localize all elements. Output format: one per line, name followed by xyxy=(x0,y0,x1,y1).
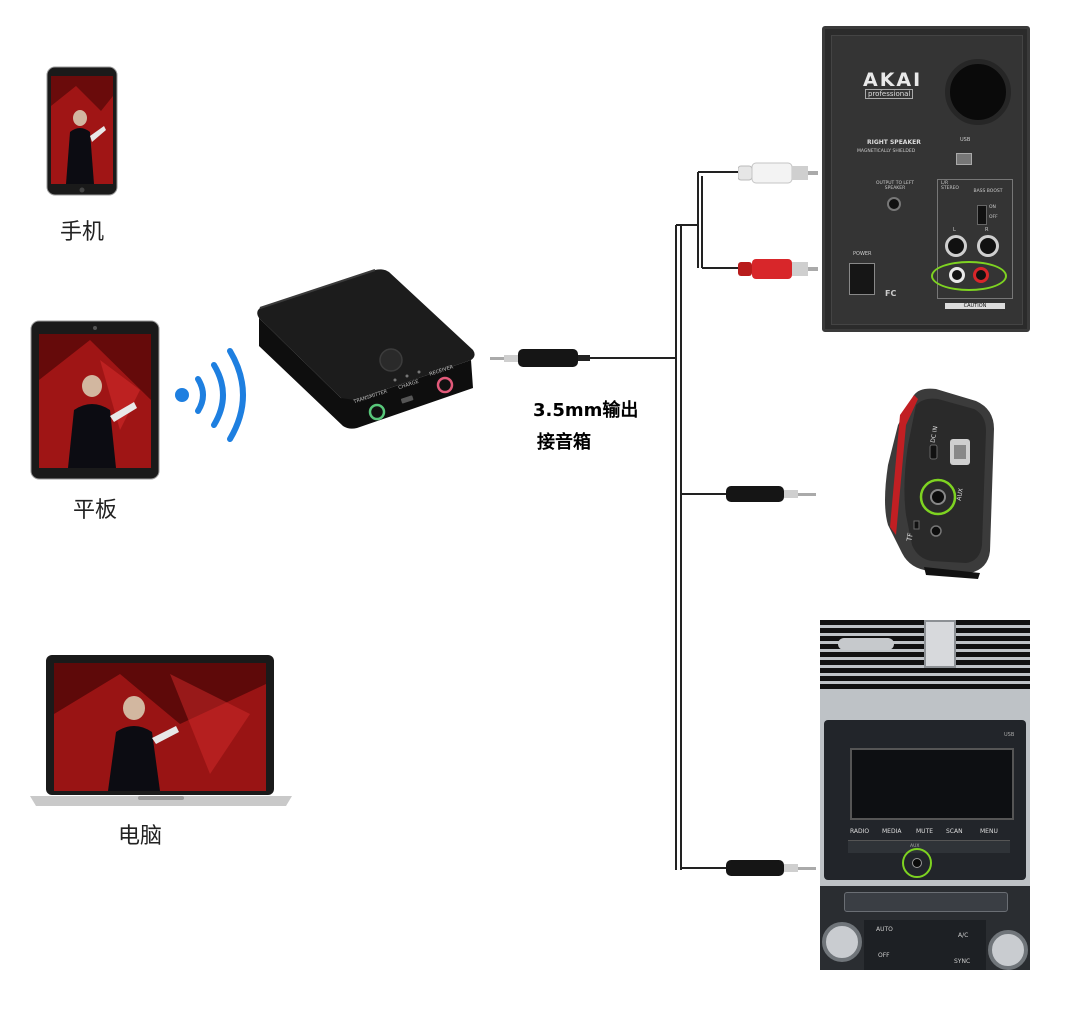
rca-input-white xyxy=(949,267,965,283)
input-section xyxy=(937,179,1013,299)
car-button-radio[interactable]: RADIO xyxy=(850,828,870,835)
power-label: POWER xyxy=(853,251,872,257)
rca-plug-white xyxy=(738,160,818,186)
stereo-mode-label: L/R STEREO xyxy=(941,181,959,191)
output-to-left-label: OUTPUT TO LEFT SPEAKER xyxy=(875,181,915,191)
vent-knob-left xyxy=(838,638,894,650)
bluetooth-signal-icon xyxy=(175,348,246,442)
speaker-back-panel: AKAI professional RIGHT SPEAKER MAGNETIC… xyxy=(822,26,1030,332)
climate-knob-left xyxy=(822,922,862,962)
rca-plug-red xyxy=(738,256,818,282)
fc-mark: FC xyxy=(885,289,897,298)
tablet-label: 平板 xyxy=(72,498,117,523)
phone-label: 手机 xyxy=(59,220,104,245)
aux-plug-portable xyxy=(726,483,816,505)
portable-speaker: DC IN AUX TF xyxy=(880,385,1000,580)
tablet-icon xyxy=(30,320,160,480)
caution-label: CAUTION xyxy=(945,303,1005,309)
car-dashboard: RADIO MEDIA MUTE SCAN MENU AUX USB AUTO … xyxy=(820,620,1030,970)
car-button-scan[interactable]: SCAN xyxy=(946,828,963,835)
bass-boost-switch xyxy=(977,205,987,225)
usb-label: USB xyxy=(1004,732,1015,738)
speaker-brand-sub: professional xyxy=(865,89,914,99)
rca-red-icon xyxy=(738,259,818,279)
bass-on-label: ON xyxy=(989,205,996,210)
tf-label: TF xyxy=(905,532,915,542)
audio-plug-icon xyxy=(726,860,816,876)
trs-jack-left xyxy=(945,235,967,257)
speaker-output-jack xyxy=(887,197,901,211)
phone-device xyxy=(46,66,118,196)
aux-plug-car xyxy=(726,857,816,879)
car-button-menu[interactable]: MENU xyxy=(980,828,998,835)
tablet-device xyxy=(30,320,160,480)
radio-display xyxy=(850,748,1014,820)
smartphone-icon xyxy=(46,66,118,196)
climate-panel xyxy=(864,920,986,970)
output-caption-line1: 3.5mm输出 xyxy=(533,400,639,421)
car-button-mute[interactable]: MUTE xyxy=(916,828,934,835)
power-socket xyxy=(849,263,875,295)
aux-input-jack xyxy=(912,858,922,868)
wireless-signal xyxy=(170,345,255,445)
speaker-subtitle: MAGNETICALLY SHIELDED xyxy=(857,149,916,154)
auto-label: AUTO xyxy=(876,926,893,933)
climate-knob-right xyxy=(988,930,1028,970)
ac-label: A/C xyxy=(958,932,969,939)
climate-buttons xyxy=(844,892,1008,912)
aux-input-highlight xyxy=(902,848,932,878)
bass-port xyxy=(945,59,1011,125)
vent-slider xyxy=(924,620,956,668)
jack-l-label: L xyxy=(953,227,956,233)
bass-boost-label: BASS BOOST xyxy=(973,189,1003,194)
rca-input-highlight xyxy=(931,261,1007,291)
transceiver-box-icon xyxy=(257,269,475,429)
usb-label: USB xyxy=(960,137,971,143)
bluetooth-transceiver: TRANSMITTER CHARGE RECEIVER xyxy=(255,268,480,433)
laptop-label: 电脑 xyxy=(117,824,162,849)
off-label: OFF xyxy=(878,952,890,959)
speaker-brand: AKAI xyxy=(863,69,923,91)
radio-button-strip xyxy=(848,840,1010,853)
car-button-media[interactable]: MEDIA xyxy=(882,828,902,835)
usb-port xyxy=(956,153,972,165)
output-plug xyxy=(490,345,590,371)
rca-white-icon xyxy=(738,162,818,184)
laptop-device xyxy=(30,654,292,809)
aux-label: AUX xyxy=(910,844,920,849)
sync-label: SYNC xyxy=(954,958,971,965)
portable-speaker-icon xyxy=(885,388,994,579)
trs-jack-right xyxy=(977,235,999,257)
rca-input-red xyxy=(973,267,989,283)
laptop-icon xyxy=(30,655,292,806)
audio-plug-icon xyxy=(490,349,590,367)
output-caption-line2: 接音箱 xyxy=(537,432,591,453)
speaker-title: RIGHT SPEAKER xyxy=(867,139,921,146)
jack-r-label: R xyxy=(985,227,989,233)
audio-plug-icon xyxy=(726,486,816,502)
bass-off-label: OFF xyxy=(989,215,998,220)
